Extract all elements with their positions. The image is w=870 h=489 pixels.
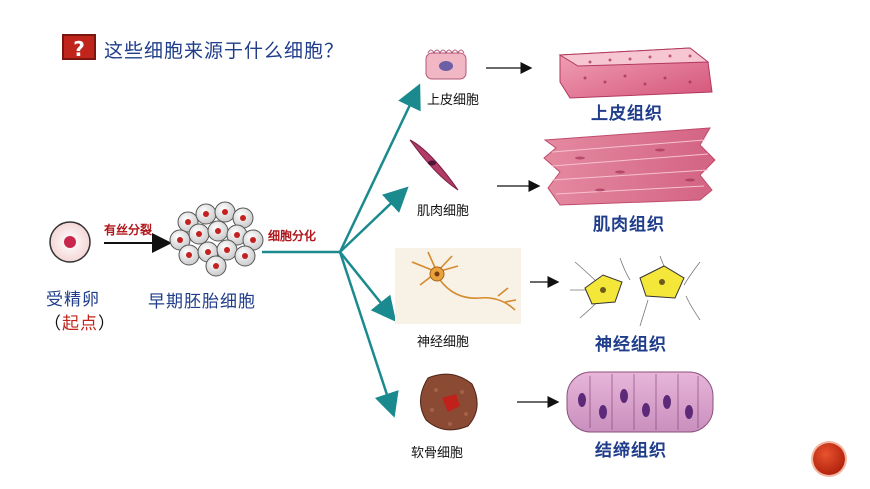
connective-tissue-label: 结缔组织: [595, 441, 667, 461]
origin-close: ）: [98, 314, 116, 334]
origin-open: （: [44, 314, 62, 334]
muscle-cell-label: 肌肉细胞: [417, 204, 470, 219]
nerve-cell-label: 神经细胞: [417, 335, 470, 350]
embryo-cell-cluster: [169, 201, 264, 277]
differentiation-label: 细胞分化: [268, 229, 317, 243]
epithelial-cell-image: [425, 49, 467, 80]
question-text: 这些细胞来源于什么细胞？: [104, 40, 345, 62]
branch-arrow-cartilage: [338, 251, 399, 418]
epithelial-tissue-image: [558, 47, 713, 99]
epithelial-cell-label: 上皮细胞: [427, 93, 480, 108]
mitosis-label: 有丝分裂: [104, 223, 153, 237]
question-mark-icon: ?: [62, 34, 96, 61]
cartilage-cell-image: [420, 373, 478, 431]
connective-tissue-image: [566, 371, 714, 433]
branch-arrow-epithelial: [338, 83, 421, 253]
origin-note: （起点）: [44, 309, 116, 334]
next-slide-button[interactable]: [813, 443, 845, 475]
muscle-cell-image: [409, 139, 459, 191]
cartilage-cell-label: 软骨细胞: [411, 446, 464, 461]
branch-arrow-muscle: [339, 186, 409, 253]
zygote-label: 受精卵: [46, 290, 100, 310]
branch-arrow-nerve: [339, 251, 397, 322]
muscle-tissue-image: [543, 127, 716, 206]
zygote-cell: [49, 221, 91, 263]
embryo-label: 早期胚胎细胞: [148, 292, 256, 312]
nerve-cell-image: [395, 248, 521, 324]
nerve-tissue-label: 神经组织: [595, 335, 667, 355]
nerve-tissue-image: [566, 252, 712, 330]
origin-text: 起点: [62, 314, 98, 334]
muscle-tissue-label: 肌肉组织: [593, 215, 665, 235]
epithelial-tissue-label: 上皮组织: [591, 104, 663, 124]
